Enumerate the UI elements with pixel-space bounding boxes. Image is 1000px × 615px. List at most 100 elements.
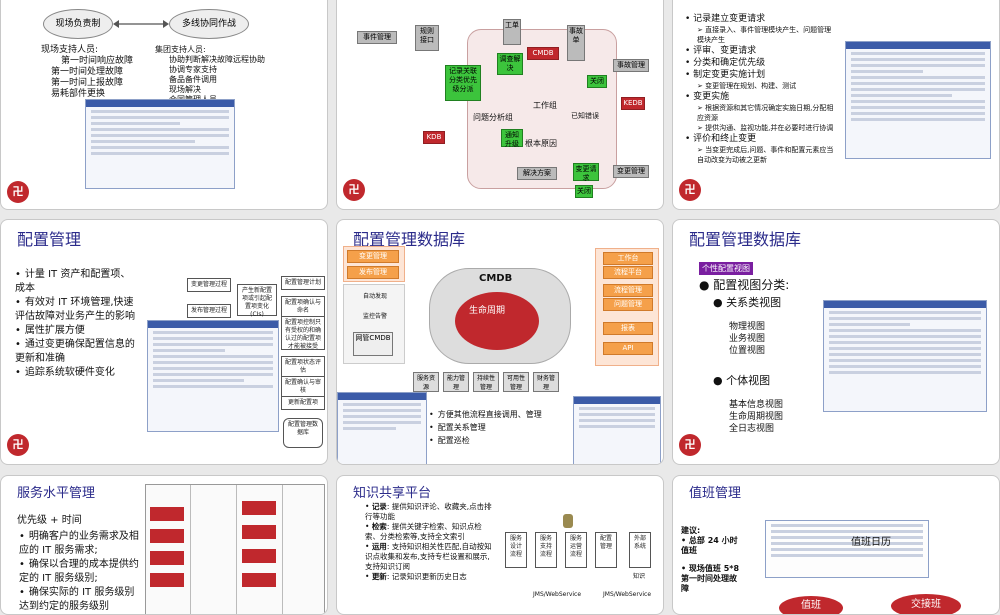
point-0: 计量 IT 资产和配置项、成本 <box>15 268 137 296</box>
right-item-0: 协助判断解决故障远程协助 <box>169 55 265 64</box>
point-1: 有效对 IT 环境管理,快速评估故障对业务产生的影响 <box>15 296 137 324</box>
slide-knowledge[interactable]: 知识共享平台 • 记录: 提供知识评论、收藏夹,点击排行等功能 • 检索: 提供… <box>336 475 664 615</box>
box-netcmdb: 网管CMDB <box>353 332 393 356</box>
screenshot-view <box>823 300 987 412</box>
group-relation: ● 关系类视图 <box>713 296 782 309</box>
screenshot-change-form <box>845 41 991 159</box>
box-notify: 通知升级 <box>501 129 523 148</box>
badge-personal-view: 个性配置视图 <box>699 262 753 275</box>
group-individual: ● 个体视图 <box>713 374 771 387</box>
left-release: 发布管理 <box>347 266 399 279</box>
bottom-4: 财务管理 <box>533 372 559 392</box>
slide-cmdb[interactable]: 配置管理数据库 变更管理 发布管理 自动发现 监控告警 网管CMDB CMDB … <box>336 219 664 465</box>
duty-lead: 建议: <box>681 526 701 535</box>
box-problem-mgmt: 事故管理 <box>613 59 649 72</box>
step-3-sub: 变更管理在规划、构建、测试 <box>685 81 835 91</box>
slide-change-mgmt[interactable]: • 记录建立变更请求 直接录入、事件管理模块产生、问题管理模块产生 • 评审、变… <box>672 0 1000 210</box>
flow-release: 发布管理过程 <box>187 304 231 318</box>
slide-cmdb-views[interactable]: 配置管理数据库 个性配置视图 ● 配置视图分类: ● 关系类视图 物理视图 业务… <box>672 219 1000 465</box>
slm-points: 明确客户的业务需求及相应的 IT 服务需求; 确保以合理的成本提供约定的 IT … <box>19 530 141 614</box>
step-2: • 分类和确定优先级 <box>685 58 766 68</box>
label-discover: 自动发现 <box>363 293 388 300</box>
screenshot-form <box>85 99 235 189</box>
bottom-2: 持续性管理 <box>473 372 499 392</box>
step-3: • 制定变更实施计划 <box>685 70 766 80</box>
ind-0: 基本信息视图 <box>729 400 784 410</box>
flow-update: 更新配置项 <box>281 396 325 410</box>
slide-title: 知识共享平台 <box>353 486 432 501</box>
box-kedb: KEDB <box>621 97 645 110</box>
screenshot-left <box>337 392 427 464</box>
duty-0: • 总部 24 小时值班 <box>681 536 738 555</box>
left-item-1: 第一时间处理故障 <box>51 67 124 77</box>
lifecycle-label: 生命周期 <box>469 306 506 316</box>
slm-point-1: 确保以合理的成本提供约定的 IT 服务级别; <box>19 558 141 586</box>
box-kdb: KDB <box>423 131 445 144</box>
slide-problem-flow[interactable]: 事件管理 规则接口 记录关联分类优先级分派 工单 CMDB 调查解决 事故单 关… <box>336 0 664 210</box>
step-0-sub: 直接录入、事件管理模块产生、问题管理模块产生 <box>685 25 835 45</box>
bottom-1: 能力管理 <box>443 372 469 392</box>
slide-config-mgmt[interactable]: 配置管理 计量 IT 资产和配置项、成本 有效对 IT 环境管理,快速评估故障对… <box>0 219 328 465</box>
kp-1: • 检索: 提供关键字检索、知识点检索、分类检索等,支持全文索引 <box>365 522 482 541</box>
left-title: 现场支持人员: <box>41 45 99 55</box>
handover-button[interactable]: 交接班 <box>891 594 961 614</box>
rel-0: 物理视图 <box>729 322 766 332</box>
cmdb-point-2: 配置巡检 <box>429 434 542 447</box>
step-1: • 评审、变更请求 <box>685 46 757 56</box>
flow-status: 配置项状态评估 <box>281 356 325 378</box>
calendar-label: 值班日历 <box>851 537 891 548</box>
slide-slm[interactable]: 服务水平管理 优先级 + 时间 明确客户的业务需求及相应的 IT 服务需求; 确… <box>0 475 328 615</box>
slide-duty[interactable]: 值班管理 建议: • 总部 24 小时值班 • 现场值班 5*8 第一时间处理故… <box>672 475 1000 615</box>
slide-title: 配置管理数据库 <box>353 230 466 249</box>
box-change-req: 变更请求 <box>573 163 599 182</box>
right-2: 流程管理 <box>603 284 653 297</box>
point-3: 通过变更确保配置信息的更新和准确 <box>15 338 137 366</box>
flow-plan: 配置管理计划 <box>281 276 325 290</box>
box-rules: 规则接口 <box>415 25 439 51</box>
slm-point-2: 确保实际的 IT 服务级别达到约定的服务级别 <box>19 586 141 614</box>
diag-design: 服务设计流程 <box>505 532 527 568</box>
rel-2: 位置视图 <box>729 346 766 356</box>
slide-support-staff[interactable]: 现场负责制 多线协同作战 现场支持人员: 第一时间响应故障 第一时间处理故障 第… <box>0 0 328 210</box>
node-multiline: 多线协同作战 <box>169 9 249 39</box>
flow-change: 变更管理过程 <box>187 278 231 292</box>
rel-1: 业务视图 <box>729 334 766 344</box>
view-heading: ● 配置视图分类: <box>699 278 790 292</box>
company-logo-icon: 卍 <box>7 181 29 203</box>
duty-1: • 现场值班 5*8 第一时间处理故障 <box>681 564 740 593</box>
step-5: • 评价和终止变更 <box>685 134 757 144</box>
diag-config: 配置管理 <box>595 532 617 568</box>
cmdb-point-0: 方便其他流程直接调用、管理 <box>429 408 542 421</box>
cmdb-label: CMDB <box>479 273 513 284</box>
duty-button[interactable]: 值班 <box>779 596 843 614</box>
ind-1: 生命周期视图 <box>729 412 784 422</box>
flow-audit: 配置确认与审核 <box>281 376 325 398</box>
diag-external: 外部系统 <box>629 532 651 568</box>
company-logo-icon: 卍 <box>679 434 701 456</box>
right-1: 流程平台 <box>603 266 653 279</box>
diag-jms-2: JMS/WebService <box>603 591 652 598</box>
cmdb-point-1: 配置关系管理 <box>429 421 542 434</box>
flow-control: 配置项控制只有受权的和确认过的配置项才能被接受 <box>281 316 325 350</box>
slide-title: 配置管理数据库 <box>689 230 802 249</box>
lifecycle-circle <box>455 292 539 350</box>
box-investigate: 调查解决 <box>497 53 523 75</box>
box-event: 事件管理 <box>357 31 397 44</box>
label-known-error: 已知错误 <box>571 112 599 120</box>
screenshot-calendar <box>765 520 929 578</box>
label-problem-group: 问题分析组 <box>473 113 513 122</box>
right-0: 工作台 <box>603 252 653 265</box>
config-points: 计量 IT 资产和配置项、成本 有效对 IT 环境管理,快速评估故障对业务产生的… <box>15 268 137 380</box>
step-4: • 变更实施 <box>685 92 730 102</box>
box-record: 记录关联分类优先级分派 <box>445 65 481 101</box>
screenshot-ci-form <box>147 320 279 432</box>
slm-swimlane <box>145 484 325 614</box>
right-item-3: 现场解决 <box>169 85 201 94</box>
slm-lead: 优先级 + 时间 <box>17 515 82 526</box>
label-root-cause: 根本原因 <box>525 139 557 148</box>
slide-title: 值班管理 <box>689 486 742 501</box>
right-item-1: 协调专家支持 <box>169 65 217 74</box>
kp-0: • 记录: 提供知识评论、收藏夹,点击排行等功能 <box>365 502 492 521</box>
left-item-3: 易耗部件更换 <box>51 89 106 99</box>
flow-cmdb: 配置管理数据库 <box>283 418 323 448</box>
